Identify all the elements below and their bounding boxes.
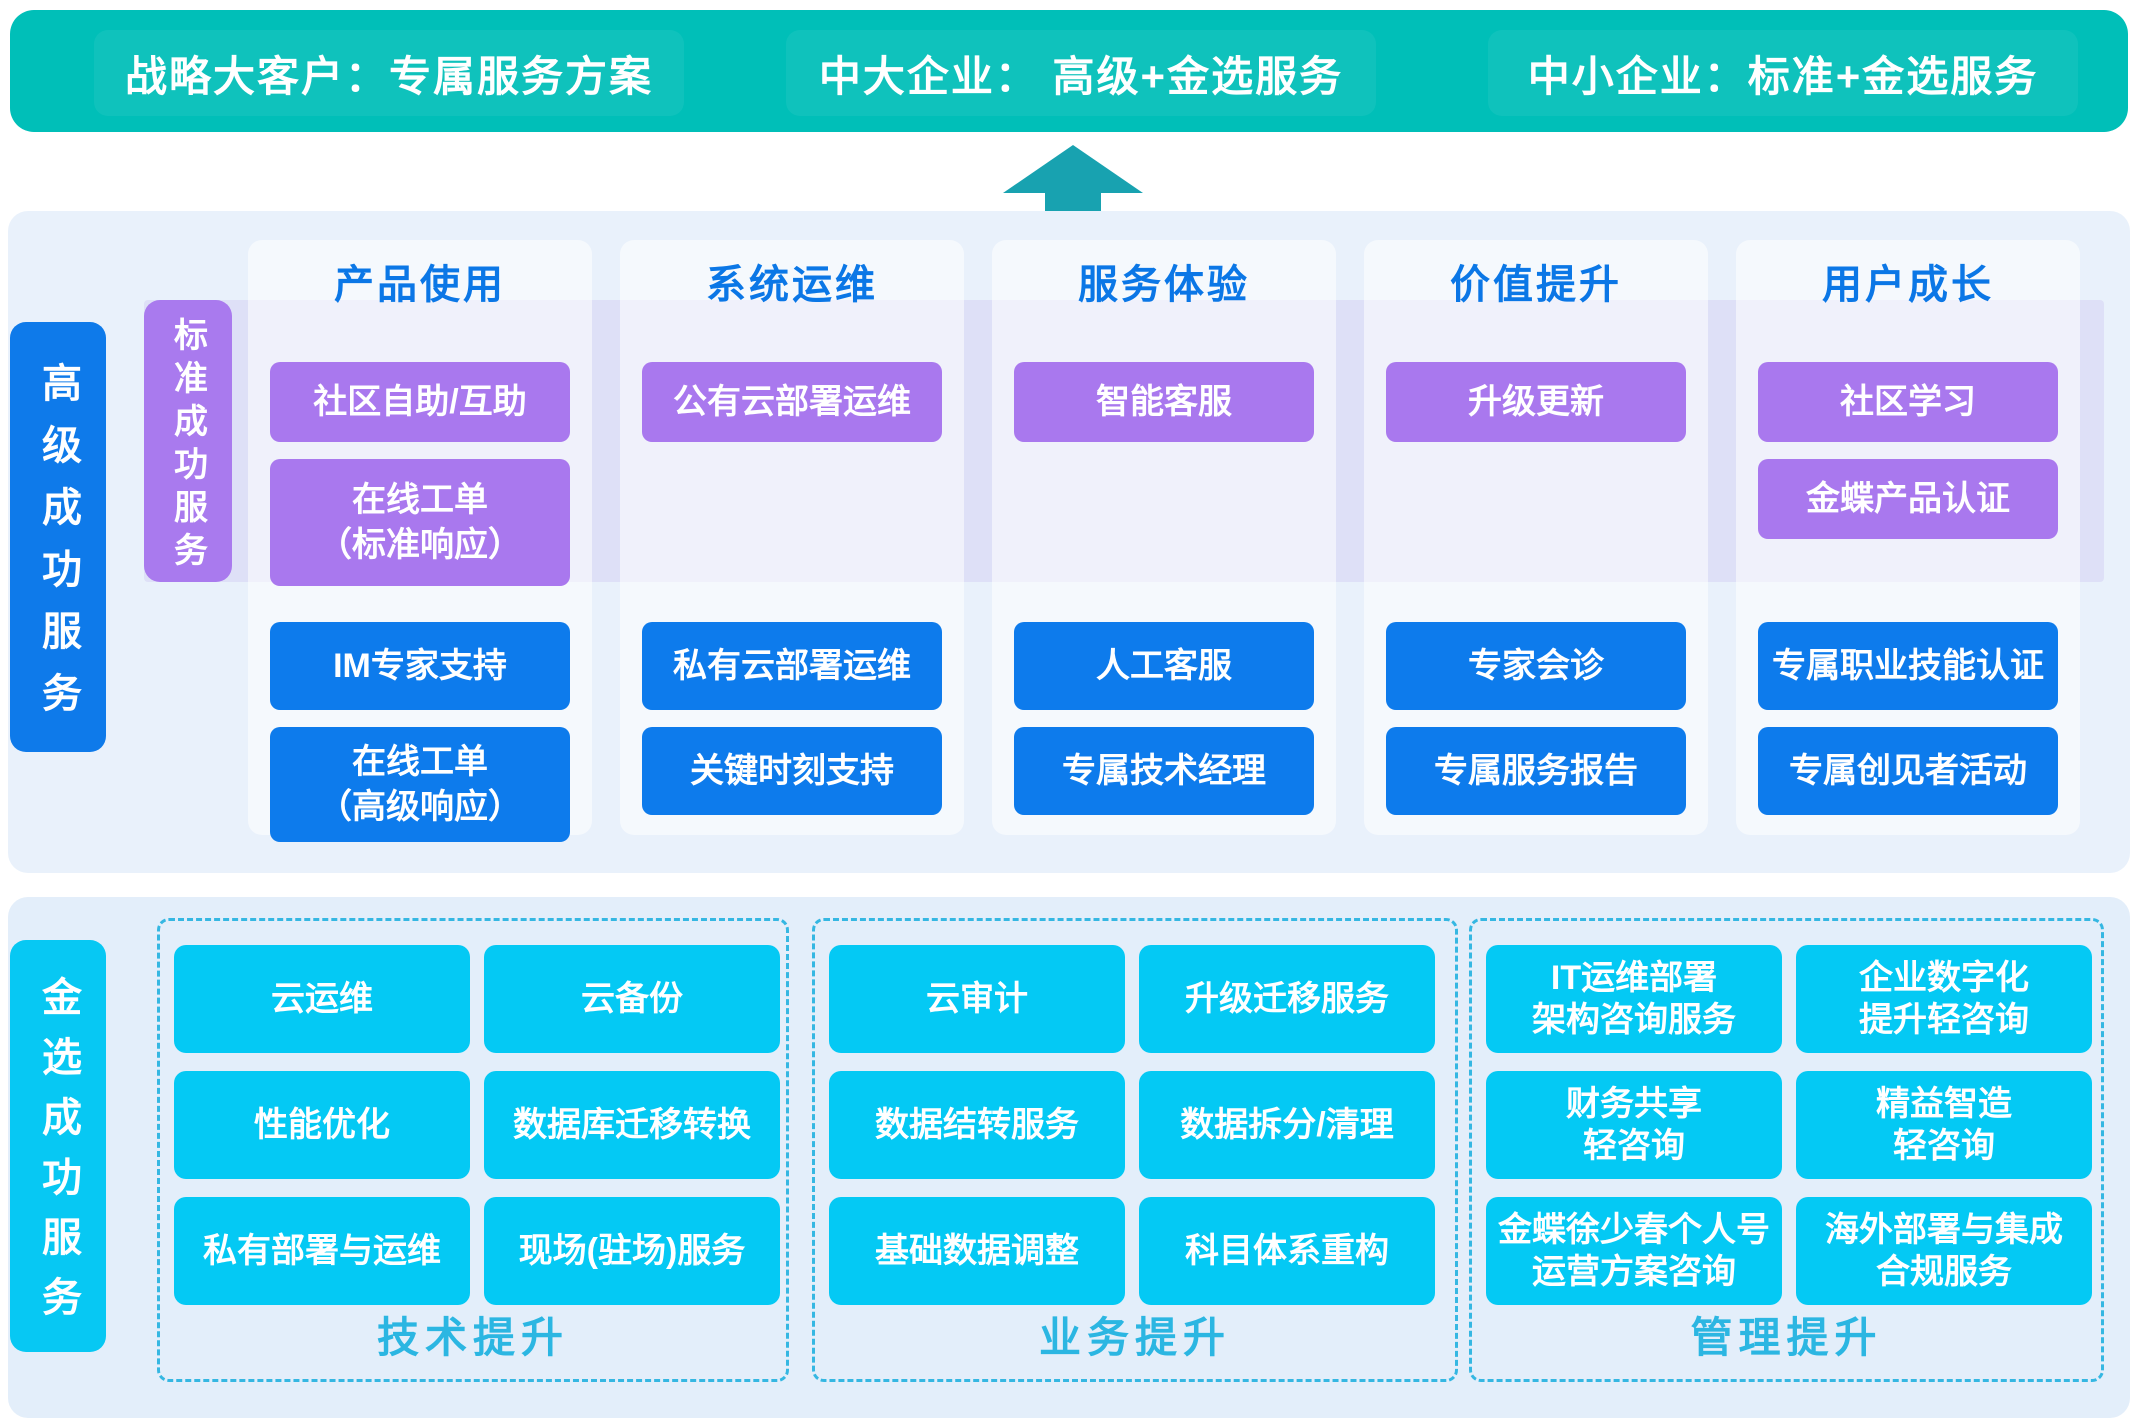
customer-tier-banner: 战略大客户：专属服务方案 中大企业： 高级+金选服务 中小企业：标准+金选服务 (10, 10, 2128, 132)
premium-service-box: 数据拆分/清理 (1139, 1071, 1435, 1179)
premium-service-box: 升级迁移服务 (1139, 945, 1435, 1053)
column-header: 产品使用 (334, 263, 506, 307)
premium-service-box: 数据库迁移转换 (484, 1071, 780, 1179)
standard-service-box: 社区学习 (1758, 362, 2058, 442)
premium-service-box: 财务共享 轻咨询 (1486, 1071, 1782, 1179)
advanced-service-box: 专属职业技能认证 (1758, 622, 2058, 710)
tier-mid-large-label: 中大企业： 高级+金选服务 (786, 30, 1376, 116)
group-tech-upgrade: 云运维 云备份 性能优化 数据库迁移转换 私有部署与运维 现场(驻场)服务 技术… (157, 918, 789, 1382)
standard-service-box: 在线工单 （标准响应） (270, 459, 570, 586)
up-arrow-stem (1045, 193, 1101, 211)
premium-service-box: 基础数据调整 (829, 1197, 1125, 1305)
standard-service-box: 智能客服 (1014, 362, 1314, 442)
advanced-service-box: 私有云部署运维 (642, 622, 942, 710)
up-arrow-icon (1003, 145, 1143, 193)
standard-service-side-label: 标准成功服务 (144, 300, 232, 582)
column-header: 系统运维 (706, 263, 878, 307)
group-title: 业务提升 (1038, 1314, 1231, 1361)
advanced-service-box: 专家会诊 (1386, 622, 1686, 710)
group-management-upgrade: IT运维部署 架构咨询服务 企业数字化 提升轻咨询 财务共享 轻咨询 精益智造 … (1469, 918, 2104, 1382)
advanced-service-side-label: 高级成功服务 (10, 322, 106, 752)
premium-service-box: 数据结转服务 (829, 1071, 1125, 1179)
group-title: 管理提升 (1690, 1314, 1883, 1361)
column-user-growth: 用户成长 社区学习 金蝶产品认证 专属职业技能认证 专属创见者活动 (1736, 240, 2080, 835)
premium-service-box: 云审计 (829, 945, 1125, 1053)
advanced-service-box: IM专家支持 (270, 622, 570, 710)
advanced-service-box: 专属服务报告 (1386, 727, 1686, 815)
premium-service-box: 性能优化 (174, 1071, 470, 1179)
column-header: 服务体验 (1078, 263, 1250, 307)
tier-small-medium-label: 中小企业：标准+金选服务 (1488, 30, 2078, 116)
advanced-service-box: 专属创见者活动 (1758, 727, 2058, 815)
premium-service-box: 精益智造 轻咨询 (1796, 1071, 2092, 1179)
premium-service-box: 现场(驻场)服务 (484, 1197, 780, 1305)
premium-service-section: 金选成功服务 云运维 云备份 性能优化 数据库迁移转换 私有部署与运维 现场(驻… (8, 897, 2130, 1418)
premium-service-side-label: 金选成功服务 (10, 940, 106, 1352)
advanced-service-box: 关键时刻支持 (642, 727, 942, 815)
column-product-usage: 产品使用 社区自助/互助 在线工单 （标准响应） IM专家支持 在线工单 （高级… (248, 240, 592, 842)
premium-service-box: 云运维 (174, 945, 470, 1053)
column-service-experience: 服务体验 智能客服 人工客服 专属技术经理 (992, 240, 1336, 835)
premium-service-box: 金蝶徐少春个人号 运营方案咨询 (1486, 1197, 1782, 1305)
standard-service-side-label-text: 标准成功服务 (168, 316, 207, 575)
premium-service-box: 云备份 (484, 945, 780, 1053)
premium-service-box: 企业数字化 提升轻咨询 (1796, 945, 2092, 1053)
column-header: 价值提升 (1450, 263, 1622, 307)
premium-service-box: 海外部署与集成 合规服务 (1796, 1197, 2092, 1305)
advanced-service-section: 高级成功服务 标准成功服务 产品使用 社区自助/互助 在线工单 （标准响应） I… (8, 211, 2130, 873)
column-system-ops: 系统运维 公有云部署运维 私有云部署运维 关键时刻支持 (620, 240, 964, 835)
advanced-service-box: 专属技术经理 (1014, 727, 1314, 815)
advanced-service-side-label-text: 高级成功服务 (36, 362, 80, 734)
standard-service-box: 社区自助/互助 (270, 362, 570, 442)
column-value-upgrade: 价值提升 升级更新 专家会诊 专属服务报告 (1364, 240, 1708, 835)
group-business-upgrade: 云审计 升级迁移服务 数据结转服务 数据拆分/清理 基础数据调整 科目体系重构 … (812, 918, 1458, 1382)
premium-service-side-label-text: 金选成功服务 (36, 976, 80, 1336)
column-header: 用户成长 (1822, 263, 1994, 307)
standard-service-box: 公有云部署运维 (642, 362, 942, 442)
group-title: 技术提升 (376, 1314, 569, 1361)
advanced-service-box: 在线工单 （高级响应） (270, 727, 570, 842)
standard-service-box: 金蝶产品认证 (1758, 459, 2058, 539)
advanced-service-box: 人工客服 (1014, 622, 1314, 710)
premium-service-box: IT运维部署 架构咨询服务 (1486, 945, 1782, 1053)
premium-service-box: 科目体系重构 (1139, 1197, 1435, 1305)
tier-strategic-label: 战略大客户：专属服务方案 (94, 30, 684, 116)
standard-service-box: 升级更新 (1386, 362, 1686, 442)
premium-service-box: 私有部署与运维 (174, 1197, 470, 1305)
